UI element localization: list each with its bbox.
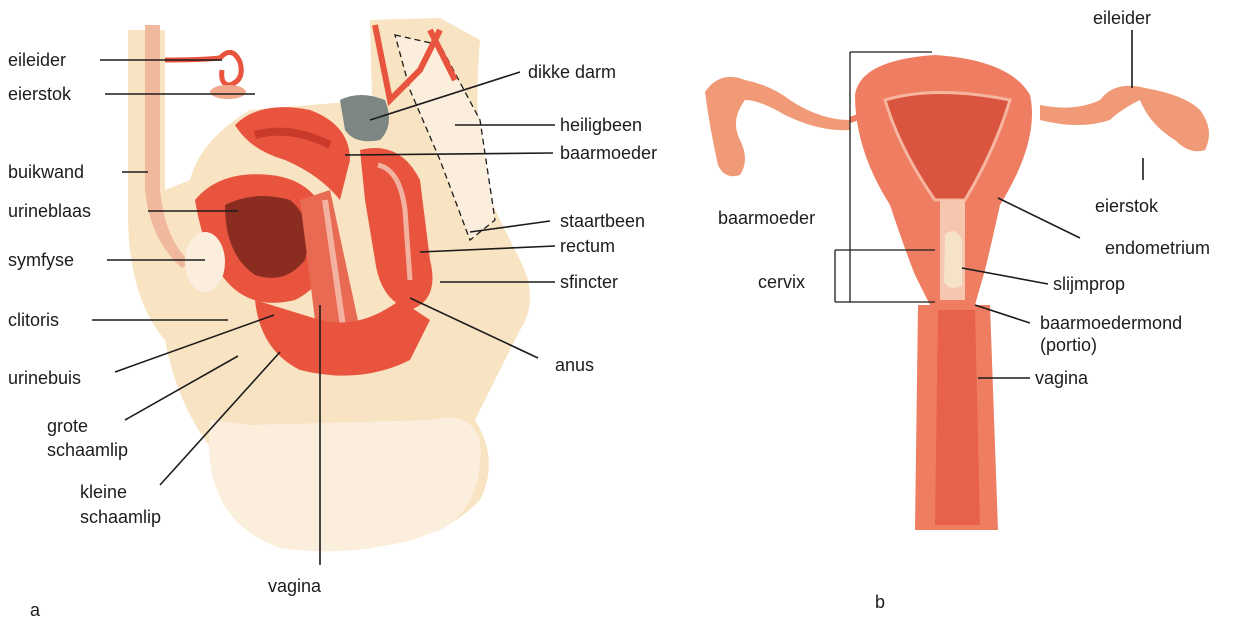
label-baarmoedermond-2: (portio) [1040, 335, 1097, 355]
panel-label-b: b [875, 592, 885, 613]
label-endometrium: endometrium [1105, 238, 1210, 258]
label-cervix: cervix [758, 272, 805, 292]
label-eileider-b: eileider [1093, 8, 1151, 28]
panel-label-a: a [30, 600, 40, 621]
label-baarmoedermond-1: baarmoedermond [1040, 313, 1182, 333]
label-eierstok-a: eierstok [8, 84, 71, 104]
label-grote-schaamlip-2: schaamlip [47, 440, 128, 460]
label-baarmoeder-a: baarmoeder [560, 143, 657, 163]
label-staartbeen: staartbeen [560, 211, 645, 231]
label-slijmprop: slijmprop [1053, 274, 1125, 294]
label-urineblaas: urineblaas [8, 201, 91, 221]
label-anus: anus [555, 355, 594, 375]
label-kleine-schaamlip-2: schaamlip [80, 507, 161, 527]
label-clitoris: clitoris [8, 310, 59, 330]
symphysis-shape [185, 232, 225, 292]
fimbria-left [705, 77, 850, 176]
vagina-b-inner [935, 310, 980, 525]
label-eileider-a: eileider [8, 50, 66, 70]
label-dikke-darm: dikke darm [528, 62, 616, 82]
ovary-a [210, 85, 246, 99]
fimbria-right [1040, 86, 1209, 152]
label-grote-schaamlip-1: grote [47, 416, 88, 436]
label-sfincter: sfincter [560, 272, 618, 292]
leader-endometrium [998, 198, 1080, 238]
label-vagina-b: vagina [1035, 368, 1088, 388]
label-urinebuis: urinebuis [8, 368, 81, 388]
label-symfyse: symfyse [8, 250, 74, 270]
label-vagina-a: vagina [268, 576, 321, 596]
label-baarmoeder-b: baarmoeder [718, 208, 815, 228]
mucus-plug [944, 231, 962, 288]
tube-a [165, 52, 241, 85]
label-kleine-schaamlip-1: kleine [80, 482, 127, 502]
cervix-bracket [835, 250, 850, 302]
label-eierstok-b: eierstok [1095, 196, 1158, 216]
label-buikwand: buikwand [8, 162, 84, 182]
label-rectum: rectum [560, 236, 615, 256]
thigh-silhouette [209, 418, 481, 552]
label-heiligbeen: heiligbeen [560, 115, 642, 135]
figure-a-drawing [128, 18, 530, 551]
